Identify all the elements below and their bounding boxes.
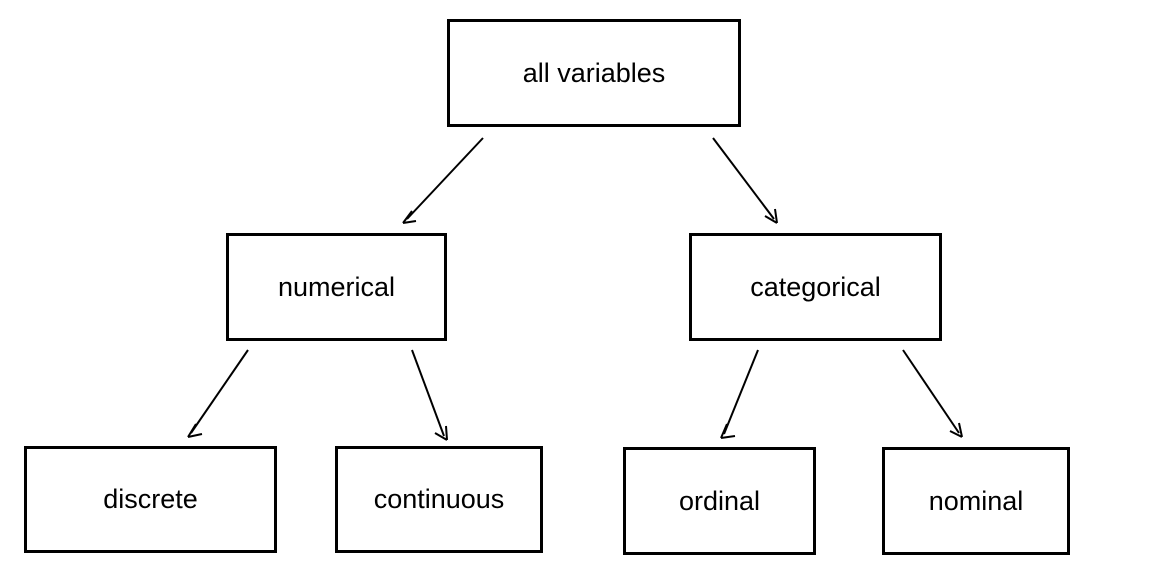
arrowhead-categorical-to-nominal — [949, 422, 963, 438]
arrowhead-root-to-numerical — [402, 210, 417, 224]
node-ordinal-label: ordinal — [678, 485, 761, 516]
arrow-numerical-to-continuous — [411, 349, 445, 437]
node-continuous-label: continuous — [373, 484, 505, 514]
arrowhead-numerical-to-continuous — [434, 425, 448, 441]
node-all-variables-label: all variables — [522, 57, 666, 88]
arrow-categorical-to-nominal — [902, 349, 960, 434]
node-discrete-label: discrete — [103, 484, 198, 514]
arrow-numerical-to-discrete — [190, 349, 249, 434]
node-numerical: numerical — [226, 233, 447, 341]
node-categorical-label: categorical — [750, 271, 881, 302]
node-continuous: continuous — [335, 446, 543, 553]
node-all-variables: all variables — [447, 19, 741, 127]
node-numerical-label: numerical — [277, 271, 396, 302]
node-nominal-label: nominal — [928, 485, 1024, 516]
arrowhead-categorical-to-ordinal — [720, 423, 736, 439]
node-nominal: nominal — [882, 447, 1070, 555]
node-ordinal: ordinal — [623, 447, 816, 555]
arrow-categorical-to-ordinal — [723, 349, 759, 435]
arrowhead-root-to-categorical — [764, 208, 778, 224]
node-discrete: discrete — [24, 446, 277, 553]
node-categorical: categorical — [689, 233, 942, 341]
arrow-root-to-numerical — [406, 137, 484, 220]
arrow-root-to-categorical — [712, 137, 775, 220]
arrowhead-numerical-to-discrete — [187, 423, 203, 438]
